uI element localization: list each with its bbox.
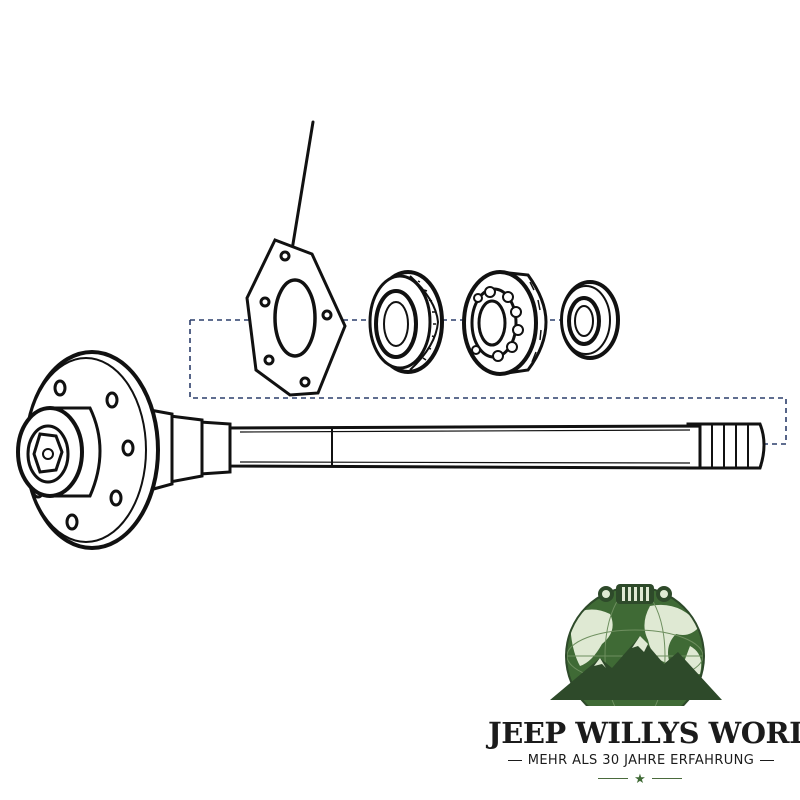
brand-name: JEEP WILLYS WORLD xyxy=(488,716,800,750)
roller-bearing xyxy=(462,270,548,376)
star-icon: ★ xyxy=(634,771,646,786)
divider xyxy=(760,759,775,762)
bearing-cup xyxy=(368,270,444,374)
star-divider: ★ xyxy=(590,772,690,785)
retainer-plate xyxy=(245,238,347,397)
oil-seal xyxy=(560,280,620,360)
divider xyxy=(651,778,682,779)
axle-shaft xyxy=(16,350,766,550)
leader-line xyxy=(290,120,315,252)
divider xyxy=(598,778,629,779)
brand-tagline: MEHR ALS 30 JAHRE ERFAHRUNG xyxy=(527,753,755,768)
divider xyxy=(507,759,522,762)
globe-mountain-jeep-grille-icon xyxy=(550,584,722,706)
brand-tagline-row: MEHR ALS 30 JAHRE ERFAHRUNG xyxy=(488,753,794,768)
